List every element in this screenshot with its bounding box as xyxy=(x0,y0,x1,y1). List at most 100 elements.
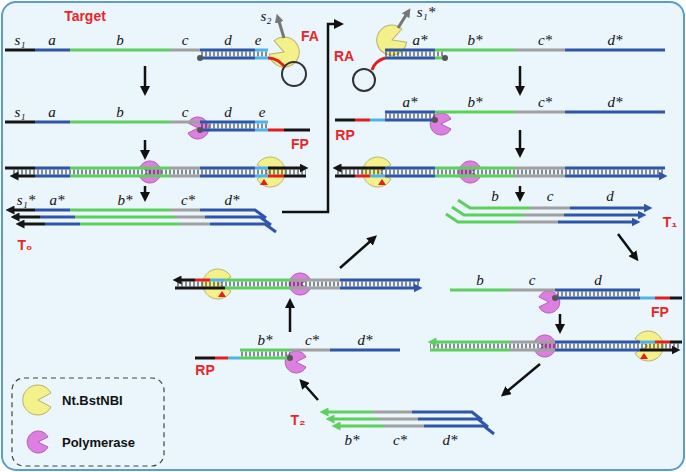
product-label: RP xyxy=(195,363,214,377)
segment-label: s₁* xyxy=(417,5,436,20)
dna-strands xyxy=(510,289,555,292)
process-arrows xyxy=(340,238,374,268)
dna-strands xyxy=(510,349,555,352)
dna-strands xyxy=(452,207,642,215)
rung-fills xyxy=(335,170,665,175)
dna-strands xyxy=(175,287,225,290)
dna-strands xyxy=(515,175,565,178)
dna-strands xyxy=(450,289,510,292)
process-arrows xyxy=(289,302,292,332)
dna-strands xyxy=(260,179,268,185)
dna-strands xyxy=(225,279,290,282)
dna-strands xyxy=(255,175,268,178)
dna-strands xyxy=(640,353,648,359)
dna-strands xyxy=(640,297,655,300)
rung-fills xyxy=(430,344,680,349)
dna-strands xyxy=(268,129,284,132)
dna-strands xyxy=(215,357,228,360)
dna-strands xyxy=(430,349,510,352)
segment-label: a xyxy=(48,33,56,48)
segment-label: e xyxy=(255,33,262,48)
dna-strands xyxy=(287,355,293,361)
dna-strands xyxy=(218,291,226,297)
dna-strands xyxy=(330,349,400,352)
dna-strands xyxy=(255,129,268,132)
dna-strands xyxy=(268,167,304,170)
dna-strands xyxy=(200,57,255,60)
dna-strands xyxy=(640,341,655,344)
dna-strands xyxy=(14,175,35,178)
rung-fills xyxy=(385,114,435,119)
dna-strands xyxy=(385,168,665,169)
product-label: FP xyxy=(651,305,669,319)
segment-label: c* xyxy=(305,333,319,348)
dna-strands xyxy=(290,287,340,290)
enzyme-glyphs xyxy=(23,21,664,453)
rung-fills xyxy=(240,352,290,357)
dna-strands xyxy=(442,55,448,61)
segment-label: d xyxy=(224,105,232,120)
dna-strands xyxy=(370,175,385,178)
dna-strands xyxy=(197,55,203,61)
dna-strands xyxy=(385,175,435,178)
process-arrows xyxy=(144,140,147,156)
dna-strands xyxy=(555,297,640,300)
dna-strands xyxy=(5,168,268,169)
segment-label: a* xyxy=(413,33,428,48)
legend-text: Polymerase xyxy=(62,436,135,449)
dna-strands xyxy=(290,349,330,352)
segment-label: b xyxy=(116,105,124,120)
enzyme-glyphs xyxy=(27,431,48,453)
segment-label: d* xyxy=(358,333,373,348)
dna-strands xyxy=(284,129,310,132)
dna-strands xyxy=(385,57,435,60)
dna-strands xyxy=(195,357,215,360)
dna-strands xyxy=(640,349,676,352)
segment-label: d xyxy=(224,33,232,48)
dna-strands xyxy=(510,341,555,344)
segment-label: b* xyxy=(345,433,360,448)
dna-strands xyxy=(353,69,375,91)
dna-strands xyxy=(35,175,70,178)
dna-strands xyxy=(282,62,306,86)
process-arrows xyxy=(144,66,147,92)
legend-text: Nt.BstNBI xyxy=(62,394,123,407)
dna-strands xyxy=(200,129,255,132)
rung-fills xyxy=(12,170,306,175)
segment-label: s₁* xyxy=(17,193,36,208)
process-arrows xyxy=(519,130,522,154)
dna-strands xyxy=(20,224,276,232)
segment-label: b xyxy=(476,273,484,288)
segment-label: a* xyxy=(50,193,65,208)
process-arrows xyxy=(145,24,636,400)
dna-strands xyxy=(670,341,682,344)
dna-strands xyxy=(655,341,670,344)
segment-label: b xyxy=(116,33,124,48)
dna-strands xyxy=(5,12,682,434)
dna-strands xyxy=(378,179,386,185)
dna-strands xyxy=(225,287,290,290)
dna-strands xyxy=(284,175,306,178)
dna-strands xyxy=(240,357,290,360)
segment-label: c xyxy=(529,273,536,288)
rung-fills xyxy=(555,292,640,297)
dna-strands xyxy=(555,289,640,292)
segment-label: d* xyxy=(225,193,240,208)
dna-strands xyxy=(255,57,268,60)
dna-strands xyxy=(555,349,640,352)
enzyme-glyphs xyxy=(23,385,51,415)
segment-label: s₂ xyxy=(260,9,271,24)
dna-strands xyxy=(197,127,203,133)
dna-strands xyxy=(210,279,225,282)
dna-strands xyxy=(177,279,195,282)
dna-strands xyxy=(555,341,640,344)
dna-strands xyxy=(355,119,370,122)
dna-strands xyxy=(670,297,682,300)
dna-strands xyxy=(195,279,210,282)
dna-strands xyxy=(228,357,240,360)
dna-strands xyxy=(335,175,355,178)
dna-strands xyxy=(432,117,438,123)
dna-strands xyxy=(290,279,340,282)
dna-strands xyxy=(565,175,663,178)
